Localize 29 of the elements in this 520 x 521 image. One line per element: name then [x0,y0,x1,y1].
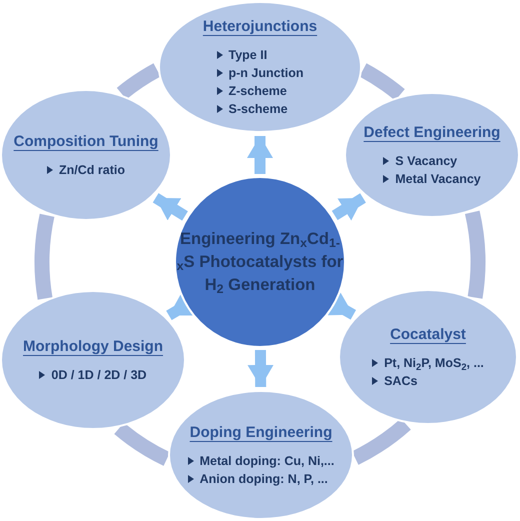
bullet-text: Metal Vacancy [395,171,481,188]
hub-title: Engineering Zn$_{x}$Cd$_{1-}$$_{x}$S Photocatalysts for H$_{2}$ Generation [176,228,344,296]
bullet-text: Z-scheme [228,83,287,100]
bullet-text: 0D / 1D / 2D / 3D [51,367,147,384]
node-heading: Defect Engineering [364,122,500,143]
node-heading: Doping Engineering [190,422,332,443]
arrow [332,193,366,221]
bullet-text: p-n Junction [228,65,304,82]
bullet-text: S Vacancy [395,153,458,170]
node-heading: Heterojunctions [202,16,318,37]
ring-connector [116,63,161,100]
arrow [166,293,194,320]
bullet-text: S-scheme [228,101,288,118]
bullet-text: Anion doping: N, P, ... [200,471,328,488]
arrow [247,136,273,174]
bullet-text: Pt, Ni$_{2}$P, MoS$_{2}$, ... [384,355,484,372]
node-heading: Morphology Design [23,336,163,357]
node-heading: Cocatalyst [390,324,466,345]
arrow [248,350,274,388]
arrow [152,193,188,221]
bullet-text: SACs [384,373,418,390]
bullet-text: Metal doping: Cu, Ni,... [200,453,334,470]
bullet-text: Type II [228,47,268,64]
ring-connector [464,211,486,298]
ring-connector [34,214,54,300]
arrow [328,292,356,320]
bullet-text: Zn/Cd ratio [59,162,125,180]
node-heading: Composition Tuning [14,132,158,152]
ring-connector [359,63,405,101]
